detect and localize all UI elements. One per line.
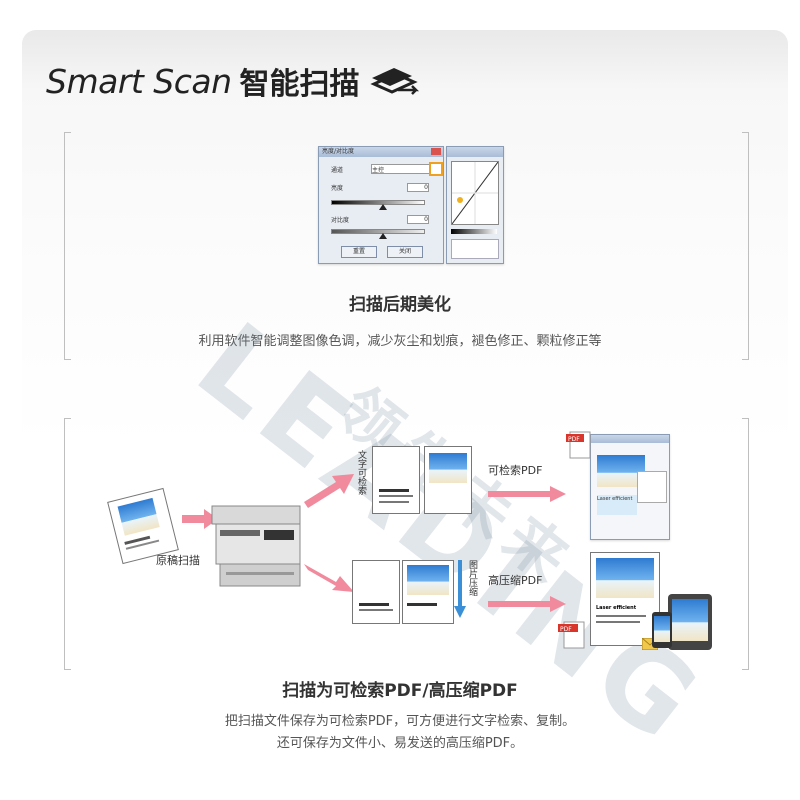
arrow-to-printer [182,509,218,529]
doc-text-line [596,621,640,623]
doc-text-line [359,603,389,606]
doc-text-line [379,495,413,497]
doc-text-line [596,615,646,617]
pdf-file-icon: PDF [566,431,591,459]
channel-value: 主控 [372,167,385,174]
arrow-compressed-pdf [488,596,566,612]
arrow-to-compressed [304,564,354,592]
contrast-slider-thumb[interactable] [379,233,387,239]
contrast-value[interactable]: 0 [407,215,429,224]
compress-text-document [352,560,400,624]
compressed-pdf-label: 高压缩PDF [488,574,543,587]
curve-graph[interactable] [451,161,499,225]
channel-button[interactable] [429,162,443,176]
phone-screen [654,616,670,642]
compress-photo-image [407,565,449,595]
section2-title: 扫描为可检索PDF/高压缩PDF [282,681,518,701]
page-header: Smart Scan 智能扫描 [46,56,420,106]
curve-dialog [446,146,504,264]
section2-bracket-right [742,418,749,670]
channel-select[interactable]: 主控 [371,164,431,174]
brightness-contrast-dialog: 亮度/对比度 通道 主控 亮度 0 对比度 0 重置 关闭 [318,146,444,264]
compress-arrow-down [454,560,466,618]
text-document [372,446,420,514]
doc-text-line [379,489,409,492]
compress-photo-document [402,560,454,624]
scanner-icon [369,68,419,95]
printer-image [211,505,301,587]
photo-document [424,446,472,514]
compressed-pdf-photo [596,558,654,598]
compressed-pdf-document: Laser efficient [590,552,660,646]
original-photo [117,497,160,536]
original-scan-label: 原稿扫描 [156,554,200,567]
doc-text-line [379,501,409,503]
close-icon[interactable] [431,148,441,155]
pdf-viewer-title-bar [591,435,669,443]
header-title-en: Smart Scan [46,61,232,101]
contrast-slider[interactable] [331,229,425,234]
svg-text:PDF: PDF [568,436,580,443]
tablet-device [668,594,712,650]
header-title-zh: 智能扫描 [239,67,360,102]
close-button[interactable]: 关闭 [387,246,423,258]
tablet-screen [672,599,708,641]
pdf-viewer-window: Laser efficient [590,434,670,540]
doc-text-line [359,609,393,611]
brightness-slider-thumb[interactable] [379,204,387,210]
phone-device [652,612,672,648]
text-searchable-label: 文字可检索 [356,450,366,495]
section1-title: 扫描后期美化 [349,295,451,315]
svg-text:PDF: PDF [560,626,572,633]
section2-bracket-left [64,418,71,670]
section1-description: 利用软件智能调整图像色调，减少灰尘和划痕，褪色修正、颗粒修正等 [198,334,602,349]
section1-bracket-left [64,132,71,360]
section2-description-line1: 把扫描文件保存为可检索PDF，可方便进行文字检索、复制。 [224,714,576,729]
brightness-label: 亮度 [331,185,344,192]
searchable-pdf-label: 可检索PDF [488,464,543,477]
arrow-searchable-pdf [488,486,566,502]
curve-options[interactable] [451,239,499,259]
pdf-viewer-text-block: Laser efficient [597,495,637,515]
dialog-title-bar: 亮度/对比度 [319,147,443,157]
curve-title-bar [447,147,503,157]
brightness-value[interactable]: 0 [407,183,429,192]
section2-description-line2: 还可保存为文件小、易发送的高压缩PDF。 [276,736,524,751]
arrow-to-searchable [304,474,354,508]
channel-label: 通道 [331,167,344,174]
pdf-viewer-heading: Laser efficient [597,496,633,502]
reset-button[interactable]: 重置 [341,246,377,258]
image-compress-label: 图片压缩 [467,560,477,596]
photo-document-image [429,453,467,483]
context-menu[interactable] [637,471,667,503]
doc-text-line [407,603,437,606]
contrast-label: 对比度 [331,217,350,224]
dialog-title: 亮度/对比度 [322,148,355,155]
brightness-slider[interactable] [331,200,425,205]
pdf-file-icon-2: PDF [558,621,585,649]
curve-gradient [451,229,497,234]
compressed-pdf-heading: Laser efficient [596,605,637,611]
section1-bracket-right [742,132,749,360]
